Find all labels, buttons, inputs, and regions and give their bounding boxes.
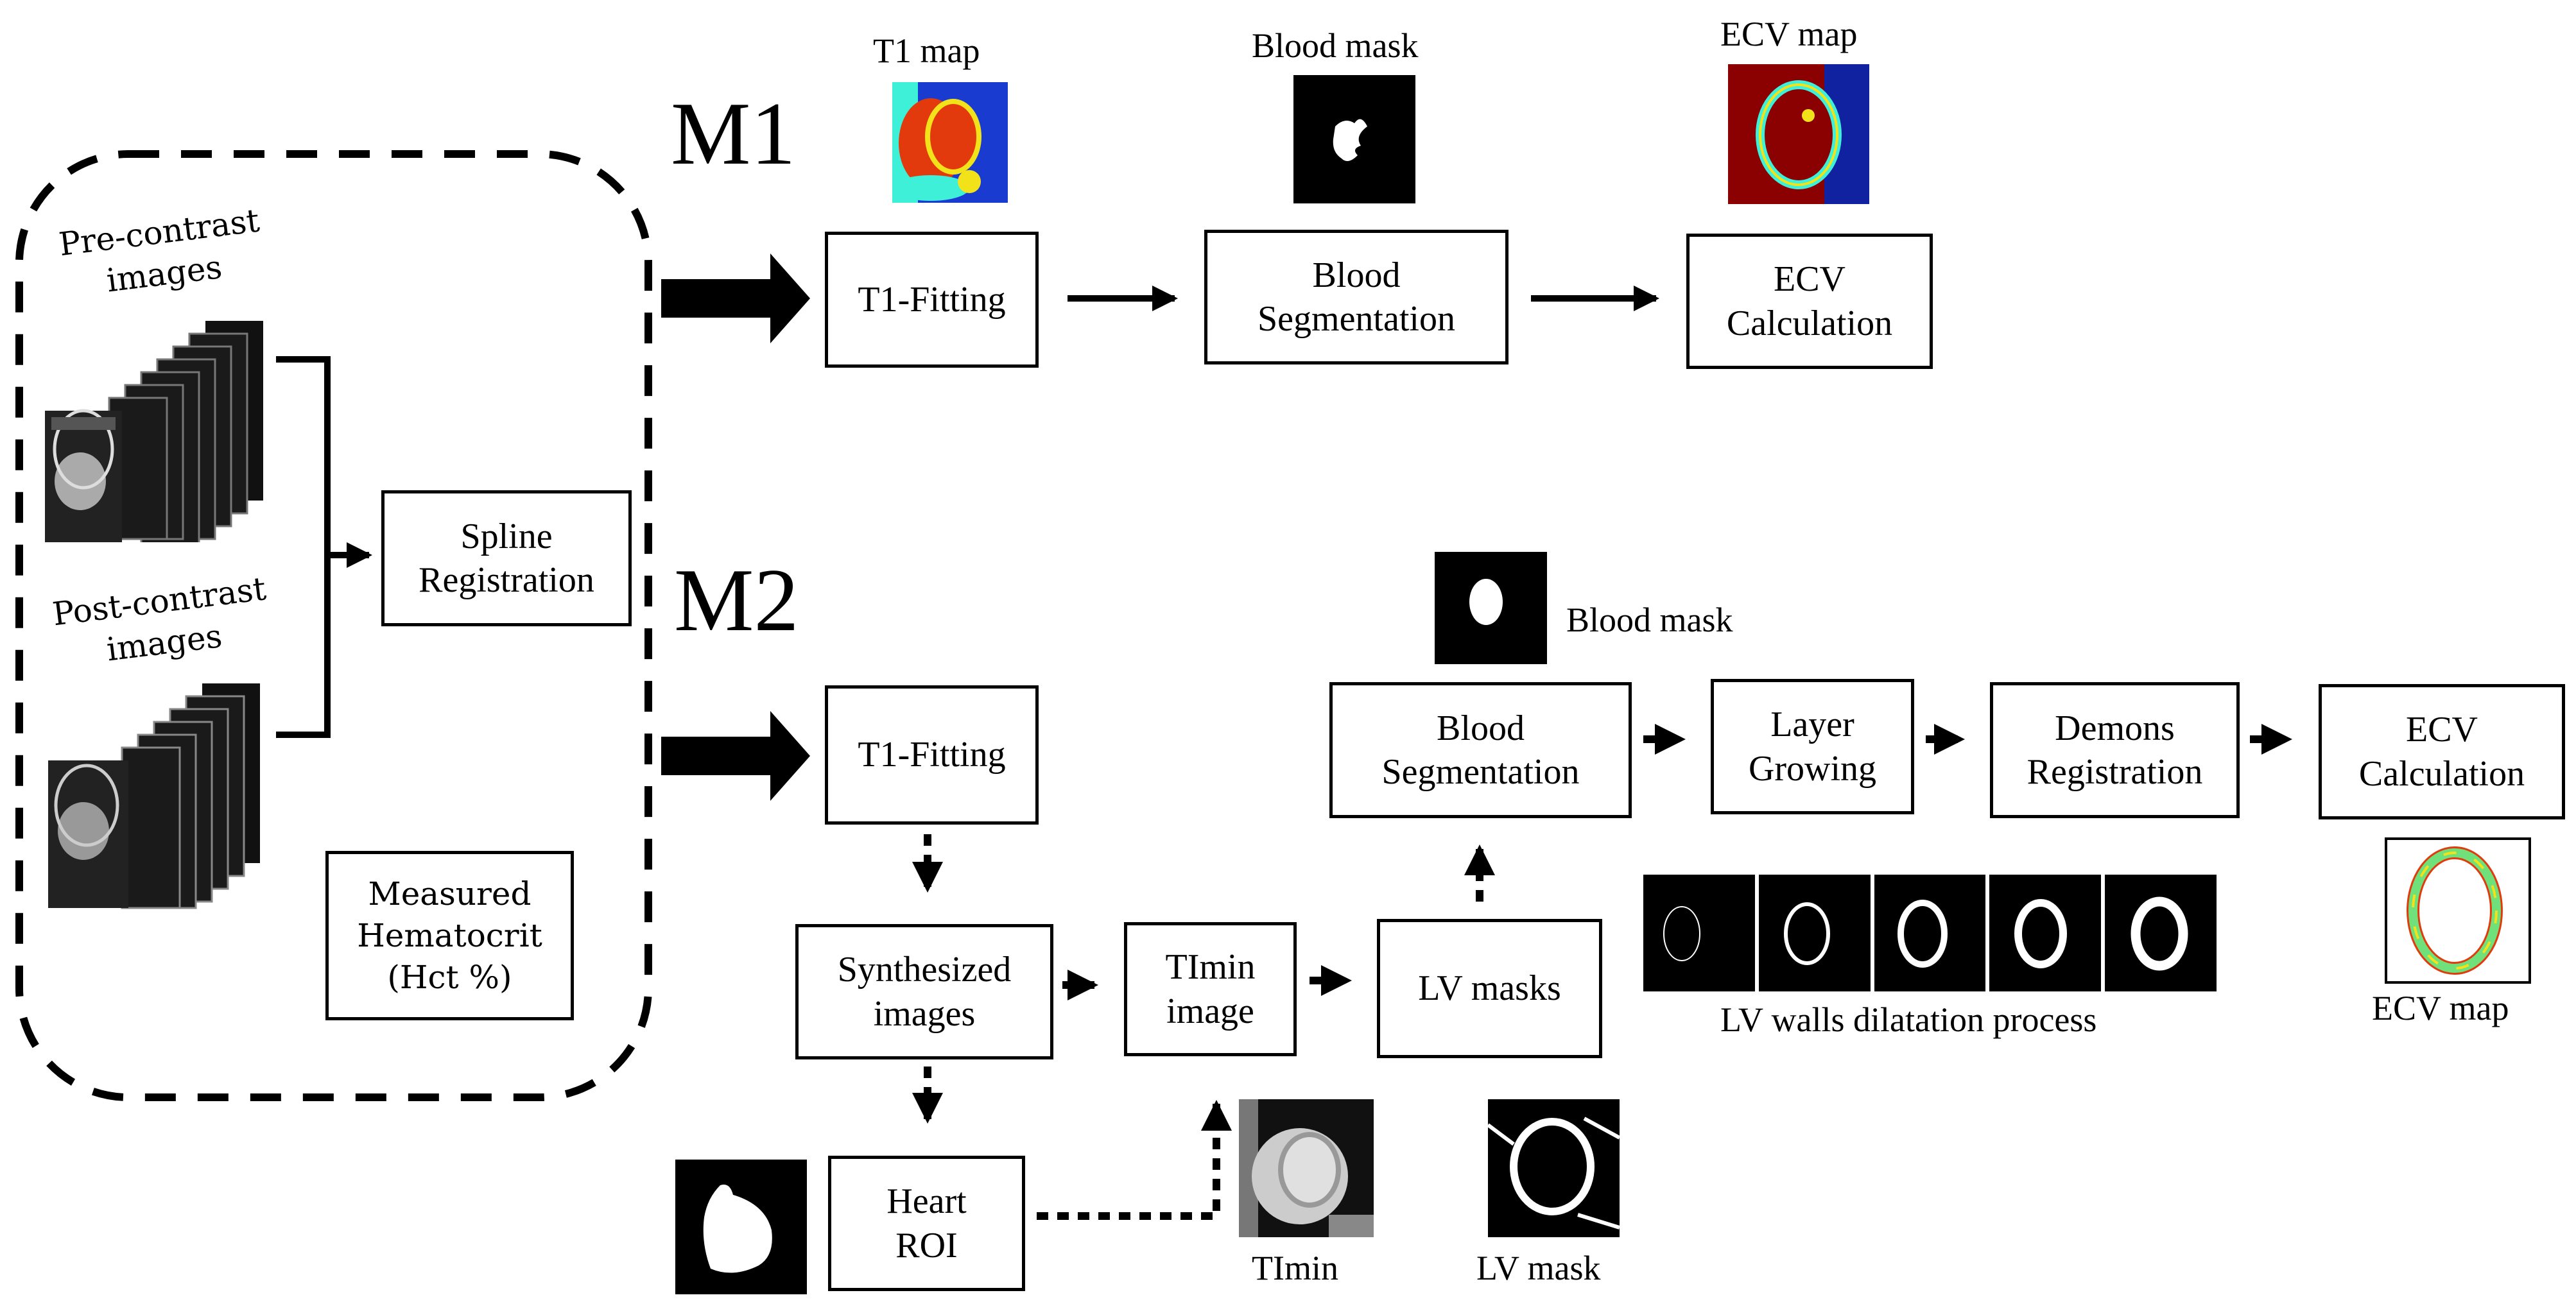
m2-layer-growing-box[interactable]: Layer Growing <box>1711 679 1914 814</box>
dilatation-step-1 <box>1643 875 1755 991</box>
m2-blood-segmentation-box[interactable]: Blood Segmentation <box>1329 682 1632 818</box>
m1-t1-map-image <box>892 82 1008 203</box>
m1-t1-fitting-box[interactable]: T1-Fitting <box>825 232 1039 368</box>
m1-blood-segmentation-box[interactable]: Blood Segmentation <box>1204 230 1508 364</box>
m2-ecv-calculation-box[interactable]: ECV Calculation <box>2319 684 2565 819</box>
lv-walls-dilatation-strip <box>1643 875 2217 991</box>
m1-blood-mask-image <box>1293 75 1415 203</box>
block-arrow-m1 <box>661 253 810 343</box>
m2-lv-masks-box[interactable]: LV masks <box>1377 919 1602 1058</box>
m2-heart-roi-box[interactable]: Heart ROI <box>828 1156 1025 1291</box>
m2-label: M2 <box>674 551 799 650</box>
m2-synthesized-images-box[interactable]: Synthesized images <box>795 924 1053 1059</box>
input-group-dashed-border <box>15 150 652 1101</box>
spline-registration-box[interactable]: Spline Registration <box>381 490 632 626</box>
m2-timin-image-box[interactable]: TImin image <box>1124 922 1297 1056</box>
dilatation-step-4 <box>1989 875 2102 991</box>
m2-lv-mask-thumbnail <box>1488 1099 1620 1237</box>
dilatation-step-3 <box>1874 875 1986 991</box>
m2-ecv-map-image <box>2385 837 2531 984</box>
dilatation-step-5 <box>2105 875 2217 991</box>
m2-timin-caption: TImin <box>1252 1249 1338 1287</box>
m2-blood-mask-image <box>1435 552 1547 664</box>
m2-ecv-map-caption: ECV map <box>2372 989 2509 1027</box>
mri-stack-icon <box>48 683 260 909</box>
m2-demons-registration-box[interactable]: Demons Registration <box>1990 682 2240 818</box>
m1-t1-map-caption: T1 map <box>873 31 980 70</box>
mri-stack-icon <box>45 321 263 553</box>
m1-ecv-map-caption: ECV map <box>1720 15 1858 53</box>
post-contrast-image-stack <box>48 683 266 911</box>
m2-timin-thumbnail <box>1239 1099 1374 1237</box>
block-arrow-m2 <box>661 711 810 801</box>
m1-label: M1 <box>671 84 796 184</box>
lv-walls-dilatation-caption: LV walls dilatation process <box>1720 1000 2097 1039</box>
m1-blood-mask-caption: Blood mask <box>1252 26 1419 65</box>
m1-ecv-calculation-box[interactable]: ECV Calculation <box>1686 234 1933 369</box>
bracket-connector <box>276 356 331 738</box>
arrow-m2-roi-to-timin <box>1037 1100 1232 1220</box>
m2-blood-mask-caption: Blood mask <box>1566 601 1733 639</box>
m2-t1-fitting-box[interactable]: T1-Fitting <box>825 685 1039 825</box>
measured-hematocrit-box[interactable]: Measured Hematocrit (Hct %) <box>325 851 574 1020</box>
m2-lv-mask-caption: LV mask <box>1476 1249 1601 1287</box>
m2-heart-roi-mask-image <box>675 1160 807 1294</box>
pre-contrast-image-stack <box>45 321 263 553</box>
dilatation-step-2 <box>1758 875 1871 991</box>
m1-ecv-map-image <box>1728 64 1869 204</box>
